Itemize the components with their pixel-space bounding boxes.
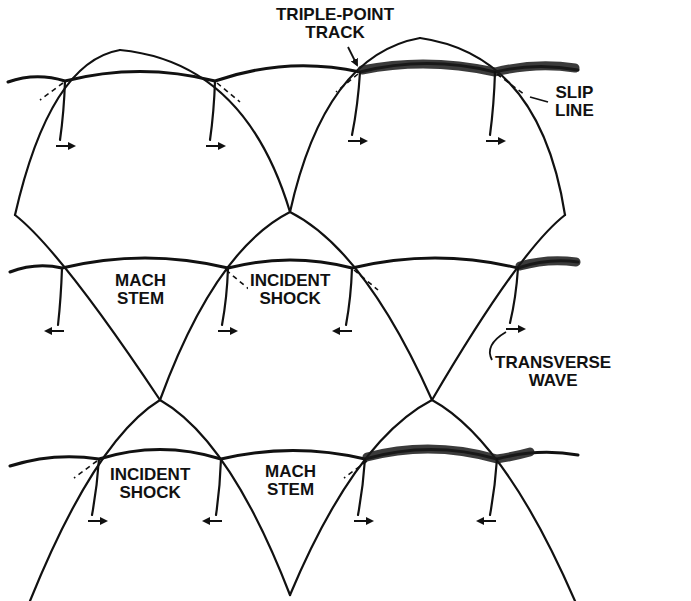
shaded-band (367, 449, 530, 459)
direction-arrow (486, 140, 504, 142)
direction-arrow (206, 145, 224, 147)
slip-line (354, 270, 378, 290)
diagram-label: TRANSVERSE WAVE (493, 354, 613, 390)
shaded-front (362, 64, 576, 459)
shaded-band (362, 64, 575, 72)
diagram-label: INCIDENT SHOCK (108, 466, 192, 502)
diagram-label: SLIP LINE (553, 84, 596, 120)
direction-arrow (204, 520, 222, 522)
direction-arrow (348, 140, 366, 142)
diagram-label: TRIPLE-POINT TRACK (270, 6, 400, 42)
direction-arrow (218, 330, 236, 332)
direction-arrow (478, 520, 496, 522)
triple-point-tracks (15, 38, 575, 601)
transverse-wave (216, 459, 221, 515)
wave-arrows (46, 141, 524, 521)
transverse-wave (210, 81, 215, 140)
diagram-label: MACH STEM (263, 463, 318, 499)
transverse-wave (510, 268, 518, 323)
transverse-wave (346, 268, 352, 325)
transverse-wave (58, 268, 62, 325)
direction-arrow (506, 328, 524, 330)
slip-line (226, 270, 250, 290)
direction-arrow (56, 145, 74, 147)
direction-arrow (88, 520, 106, 522)
slip-line (344, 461, 367, 478)
slip-line (40, 83, 63, 100)
transverse-wave (92, 459, 99, 515)
slip-line (217, 83, 240, 102)
slip-line (336, 74, 358, 92)
direction-arrow (46, 330, 64, 332)
direction-arrow (354, 520, 372, 522)
transverse-wave (222, 268, 228, 325)
slip-lines (40, 74, 525, 478)
shock-front (10, 258, 578, 272)
leader-lines (348, 47, 548, 360)
transverse-wave (352, 72, 360, 135)
shock-front (8, 64, 578, 83)
direction-arrow (334, 330, 352, 332)
diagram-label: MACH STEM (113, 272, 168, 308)
track-line (120, 50, 290, 212)
slip-line (74, 461, 97, 478)
transverse-wave (490, 459, 497, 515)
slip-line (497, 74, 525, 95)
track-line (432, 400, 575, 601)
shock-fronts (8, 64, 578, 467)
leader-line (530, 97, 548, 102)
transverse-waves (58, 72, 518, 515)
transverse-wave (60, 81, 65, 140)
shaded-band (520, 261, 576, 266)
transverse-wave (490, 72, 495, 135)
leader-line (348, 47, 357, 65)
diagram-label: INCIDENT SHOCK (248, 272, 332, 308)
